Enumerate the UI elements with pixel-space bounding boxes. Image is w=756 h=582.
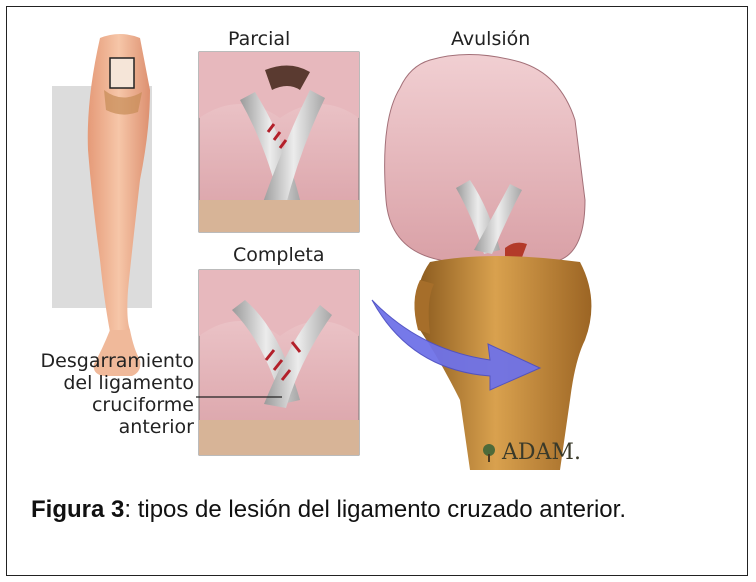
label-complete: Completa [233,244,325,266]
tear-label-line: anterior [20,416,194,438]
complete-tear-panel [199,270,359,455]
adam-tree-logo-icon [478,443,500,463]
tear-label-line: Desgarramiento [20,350,194,372]
avulsion-knee-drawing [385,54,592,470]
caption-prefix: Figura 3 [31,496,124,523]
knee-highlight-box [110,58,134,88]
label-acl-tear: Desgarramiento del ligamento cruciforme … [20,350,194,438]
caption-text: : tipos de lesión del ligamento cruzado … [124,496,626,523]
label-partial: Parcial [228,28,290,50]
leg-drawing [52,34,152,376]
tear-label-line: cruciforme [20,394,194,416]
label-avulsion: Avulsión [451,28,530,50]
adam-logo: ADAM. [478,440,581,465]
logo-text: ADAM. [502,440,581,465]
figure-caption: Figura 3: tipos de lesión del ligamento … [31,496,626,524]
tear-label-line: del ligamento [20,372,194,394]
partial-tear-panel [199,52,359,232]
